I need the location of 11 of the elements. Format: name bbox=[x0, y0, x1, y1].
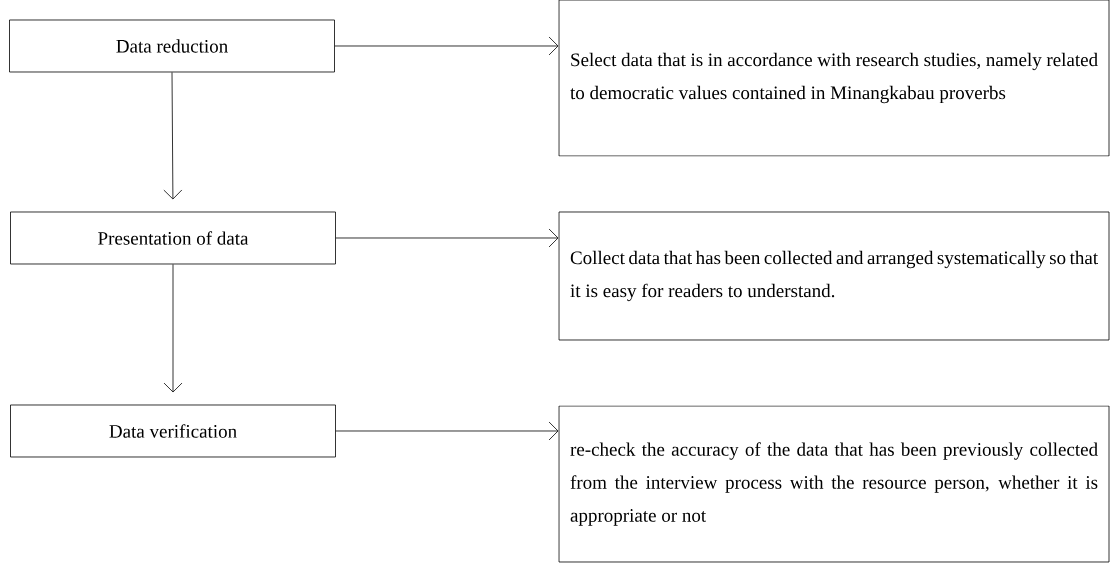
description-box: Collect data that has been collected and arranged systematically so that it is easy for readers to understand. bbox=[558, 211, 1110, 341]
process-box: Data verification bbox=[10, 404, 336, 458]
description-box: Select data that is in accordance with research studies, namely related to democratic values contained in Minangkabau proverbs bbox=[558, 0, 1110, 157]
process-box: Presentation of data bbox=[10, 211, 336, 265]
process-box: Data reduction bbox=[9, 19, 335, 73]
arrow bbox=[163, 264, 183, 393]
arrow bbox=[334, 36, 559, 56]
description-box: re-check the accuracy of the data that has been previously collected from the interview process with the resource person, whether it is appropriate or not bbox=[558, 405, 1110, 563]
arrow bbox=[335, 228, 559, 248]
arrow bbox=[335, 421, 559, 441]
arrow bbox=[163, 72, 183, 200]
